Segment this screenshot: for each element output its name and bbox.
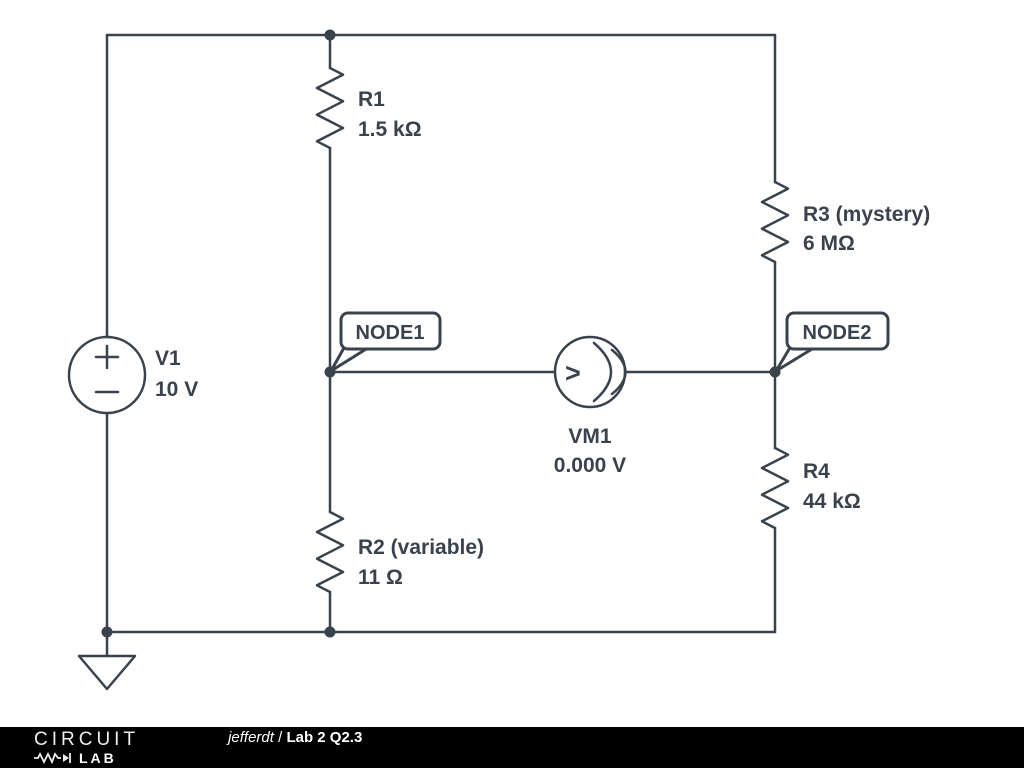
r4-label: R4 bbox=[803, 460, 830, 483]
vm1-value: 0.000 V bbox=[554, 454, 626, 477]
resistor-r2-symbol bbox=[315, 510, 345, 594]
r4-value: 44 kΩ bbox=[803, 490, 861, 513]
node2-label[interactable]: NODE2 bbox=[774, 311, 890, 373]
r2-value: 11 Ω bbox=[358, 566, 403, 589]
r1-label: R1 bbox=[358, 88, 385, 111]
resistor-r3-symbol bbox=[760, 180, 790, 264]
plus-sign bbox=[94, 344, 120, 370]
component-vm1[interactable]: > VM1 0.000 V bbox=[553, 335, 627, 477]
v1-label: V1 bbox=[155, 347, 181, 370]
r3-value: 6 MΩ bbox=[803, 232, 855, 255]
circuitlab-logo: CIRCUIT LAB bbox=[34, 730, 139, 765]
footer-author: jefferdt bbox=[228, 728, 274, 746]
logo-lab-text: LAB bbox=[79, 750, 117, 766]
vm1-label: VM1 bbox=[568, 425, 612, 448]
schematic-canvas: V1 10 V R1 1.5 kΩ R3 (mystery) 6 MΩ R2 (… bbox=[67, 29, 931, 691]
r2-label: R2 (variable) bbox=[358, 536, 484, 559]
voltmeter-arcs bbox=[592, 341, 627, 403]
wires bbox=[105, 33, 777, 634]
voltmeter-arrow-glyph: > bbox=[565, 358, 581, 388]
junction-dots bbox=[101, 29, 781, 638]
r3-label: R3 (mystery) bbox=[803, 203, 930, 226]
footer-meta: jefferdt / Lab 2 Q2.3 http://circuitlab.… bbox=[203, 708, 461, 768]
ground-symbol bbox=[77, 630, 137, 691]
footer-title: Lab 2 Q2.3 bbox=[286, 728, 363, 746]
logo-circuit-text: CIRCUIT bbox=[34, 729, 140, 750]
logo-resistor-icon bbox=[34, 751, 71, 765]
resistor-r4-symbol bbox=[760, 446, 790, 530]
footer-bar: CIRCUIT LAB jefferdt / Lab 2 Q2.3 http:/… bbox=[0, 727, 1024, 768]
component-r1[interactable]: R1 1.5 kΩ bbox=[315, 66, 422, 150]
r1-value: 1.5 kΩ bbox=[358, 118, 422, 141]
component-v1[interactable]: V1 10 V bbox=[67, 335, 198, 415]
resistor-r1-symbol bbox=[315, 66, 345, 150]
v1-value: 10 V bbox=[155, 378, 198, 401]
footer-separator: / bbox=[273, 728, 287, 746]
node1-text: NODE1 bbox=[356, 322, 425, 344]
node1-label[interactable]: NODE1 bbox=[329, 311, 442, 373]
component-r3[interactable]: R3 (mystery) 6 MΩ bbox=[760, 180, 930, 264]
component-r2[interactable]: R2 (variable) 11 Ω bbox=[315, 510, 484, 594]
component-r4[interactable]: R4 44 kΩ bbox=[760, 446, 861, 530]
node2-text: NODE2 bbox=[803, 322, 872, 344]
